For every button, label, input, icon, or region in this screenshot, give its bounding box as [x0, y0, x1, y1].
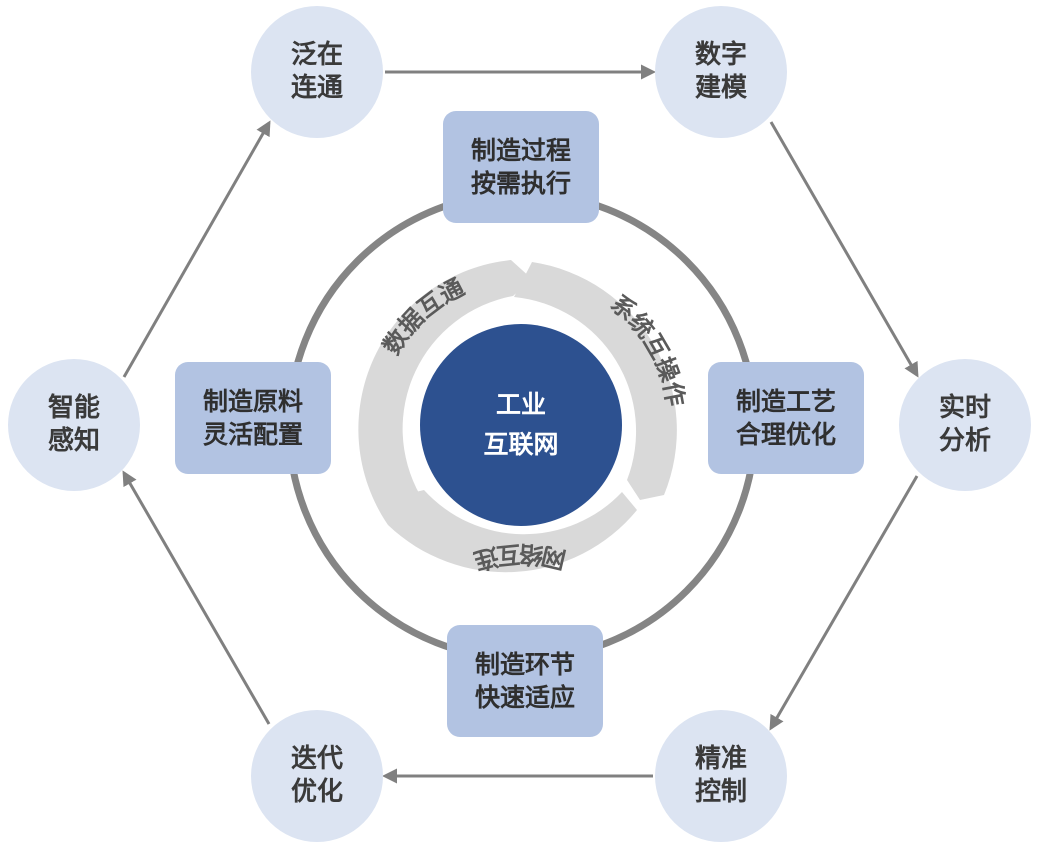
node-line2: 优化	[290, 777, 343, 807]
node-line1: 迭代	[290, 744, 343, 774]
arrow-sense-to-connect	[122, 120, 271, 378]
node-line2: 建模	[694, 73, 747, 103]
node-line2: 分析	[938, 426, 991, 456]
ring-box-line2: 快速适应	[474, 683, 575, 712]
inner-arrow-ring	[358, 260, 677, 573]
ring-box-line1: 制造过程	[470, 136, 571, 165]
node-line1: 精准	[694, 744, 747, 774]
inner-arrow-right	[514, 262, 677, 500]
ring-box-line2: 按需执行	[470, 169, 571, 198]
arrow-analysis-to-control	[769, 475, 919, 731]
arrow-optimize-to-sense	[122, 470, 271, 725]
inner-arrow-top-left	[358, 260, 532, 525]
center-label-line1: 工业	[495, 390, 546, 419]
cycle-node-digital-modeling: 数字 建模	[655, 6, 787, 138]
cycle-node-realtime-analysis: 实时 分析	[899, 359, 1031, 491]
node-line1: 数字	[694, 40, 747, 70]
ring-box-line2: 合理优化	[735, 420, 836, 449]
node-line1: 实时	[938, 393, 991, 423]
ring-box-line1: 制造工艺	[735, 387, 836, 416]
cycle-arrows	[122, 64, 919, 784]
inner-arrow-bottom	[388, 490, 637, 573]
arrow-model-to-analysis	[769, 121, 919, 378]
center-circle-industrial-internet: 工业 互联网	[420, 324, 622, 526]
ring-box-line2: 灵活配置	[202, 420, 303, 449]
node-line2: 感知	[47, 426, 100, 456]
ring-box-bottom: 制造环节 快速适应	[447, 625, 603, 737]
ring-box-left: 制造原料 灵活配置	[175, 362, 331, 474]
cycle-node-precise-control: 精准 控制	[655, 710, 787, 842]
node-line1: 泛在	[290, 40, 343, 70]
ring-box-right: 制造工艺 合理优化	[708, 362, 864, 474]
industrial-internet-diagram: 数据互通 系统互操作 网络互连 工业 互联网 制造过程 按需执行 制造工艺	[8, 6, 1031, 842]
ring-box-top: 制造过程 按需执行	[443, 111, 599, 223]
cycle-node-iterative-optimization: 迭代 优化	[251, 710, 383, 842]
node-line2: 控制	[694, 777, 747, 807]
center-label-line2: 互联网	[483, 430, 559, 459]
cycle-node-intelligent-sensing: 智能 感知	[8, 359, 140, 491]
diagram-graphics: 数据互通 系统互操作 网络互连	[122, 64, 919, 784]
cycle-node-ubiquitous-connection: 泛在 连通	[251, 6, 383, 138]
node-line1: 智能	[47, 393, 100, 423]
ring-box-line1: 制造原料	[202, 387, 303, 416]
node-line2: 连通	[290, 73, 343, 103]
ring-box-line1: 制造环节	[474, 650, 575, 679]
